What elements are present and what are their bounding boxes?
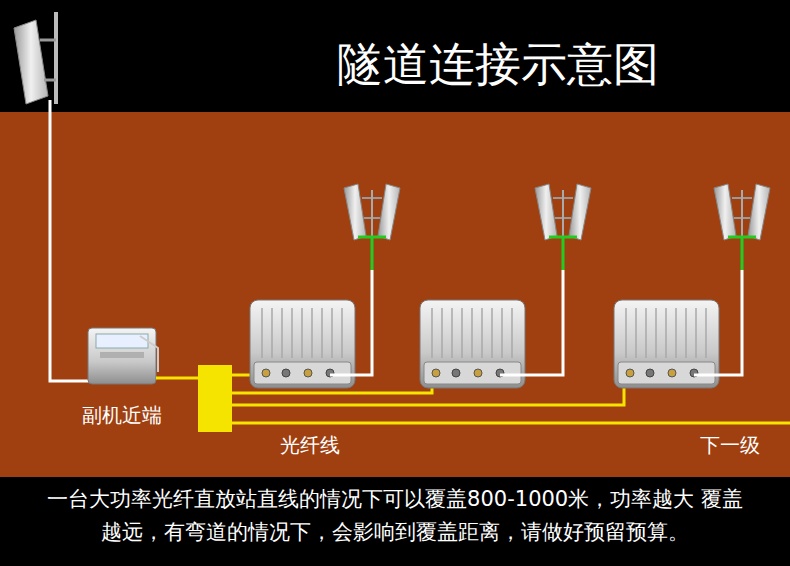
fiber-label: 下一级 <box>700 432 760 459</box>
fiber-label: 光纤线 <box>280 432 340 459</box>
node-label: 副机近端 <box>66 402 178 429</box>
caption-text: 一台大功率光纤直放站直线的情况下可以覆盖800-1000米，功率越大 覆盖越远，… <box>37 483 753 549</box>
master-unit-node: 副机近端 <box>66 322 178 437</box>
diagram-title: 隧道连接示意图 <box>337 34 659 96</box>
